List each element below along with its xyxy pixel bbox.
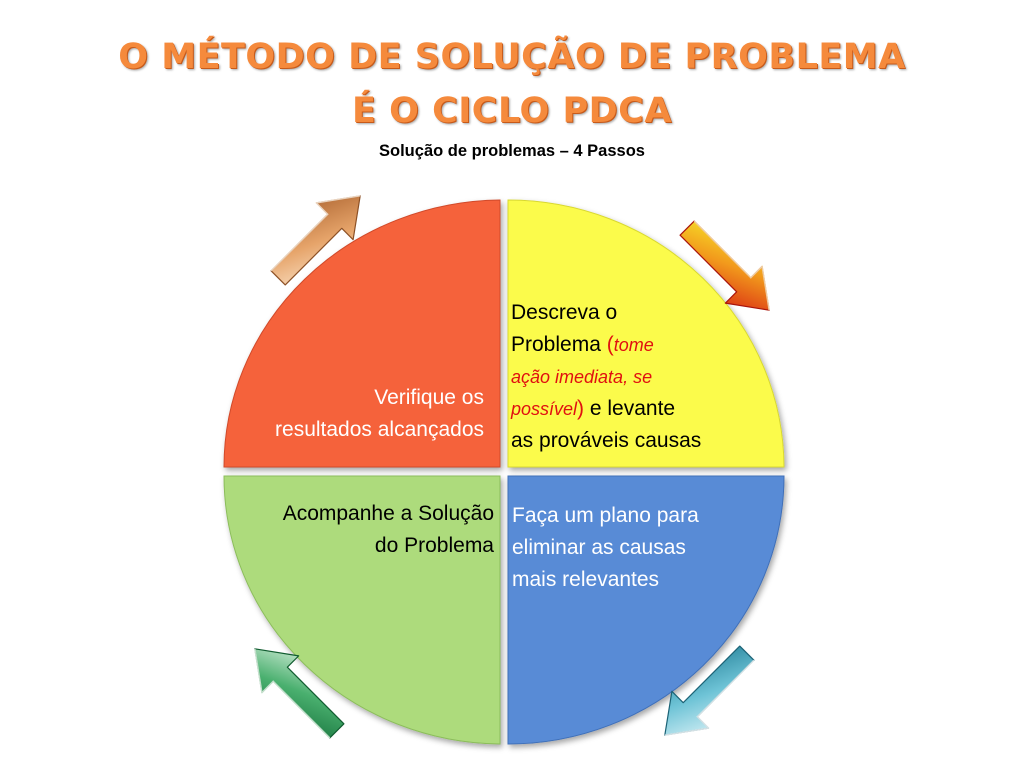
act-text-line-2: do Problema <box>374 534 494 557</box>
plan-text-paren-close: ) <box>577 397 585 420</box>
act-step-text: Acompanhe a Solução do Problema <box>224 498 494 562</box>
do-step-text: Faça um plano para eliminar as causas ma… <box>512 500 762 596</box>
arrow-up-left-icon <box>254 648 345 739</box>
do-text-line-2: eliminar as causas <box>512 536 686 559</box>
quadrant-check <box>223 199 501 468</box>
plan-text-line-4: possível) e levante <box>511 393 761 425</box>
title-line-2: É O CICLO PDCA <box>352 91 672 131</box>
plan-text-line-3: ação imediata, se <box>511 367 653 387</box>
plan-text-tome: tome <box>613 335 654 355</box>
do-text-line-1: Faça um plano para <box>512 504 699 527</box>
subtitle: Solução de problemas – 4 Passos <box>379 142 645 160</box>
quadrant-act <box>223 475 501 745</box>
title-line-1: O MÉTODO DE SOLUÇÃO DE PROBLEMA <box>118 37 906 77</box>
do-text-line-3: mais relevantes <box>512 568 660 591</box>
plan-step-text: Descreva o Problema (tome ação imediata,… <box>511 297 761 457</box>
plan-text-line-1: Descreva o <box>511 301 618 324</box>
arrow-down-right-icon <box>679 220 770 311</box>
plan-text-possivel: possível <box>511 399 578 419</box>
quadrant-do <box>507 475 785 745</box>
check-text-line-1: Verifique os <box>374 386 484 409</box>
plan-text-line-2: Problema (tome <box>511 329 761 361</box>
plan-text-line-5: as prováveis causas <box>511 429 702 452</box>
arrow-down-left-icon <box>664 645 755 736</box>
plan-text-e-levante: e levante <box>584 397 676 420</box>
act-text-line-1: Acompanhe a Solução <box>282 502 494 525</box>
check-text-line-2: resultados alcançados <box>275 418 484 441</box>
plan-text-paren-open: ( <box>606 333 614 356</box>
quadrant-plan <box>507 199 785 468</box>
plan-text-line-2a: Problema <box>511 333 607 356</box>
arrow-up-right-icon <box>270 195 361 286</box>
check-step-text: Verifique os resultados alcançados <box>218 382 484 446</box>
